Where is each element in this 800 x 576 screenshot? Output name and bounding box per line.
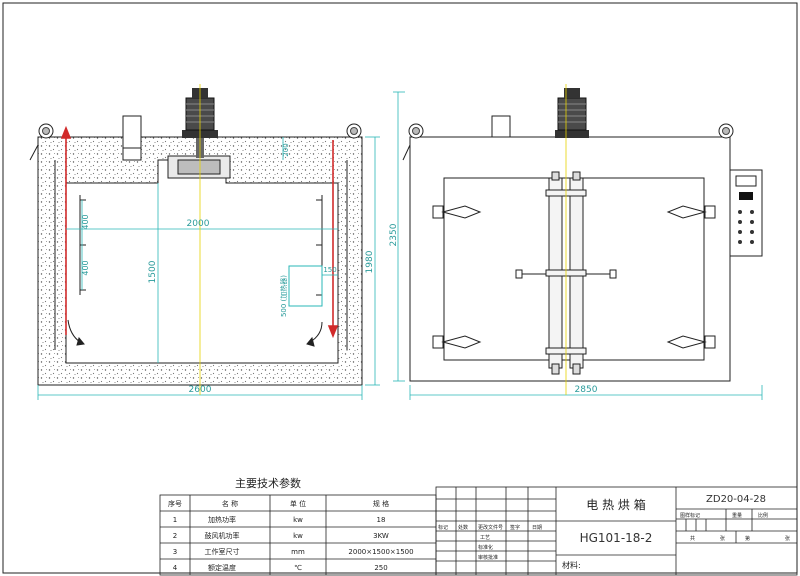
dimension-lines-left bbox=[37, 136, 380, 400]
params-row-4-unit: ℃ bbox=[294, 564, 302, 572]
params-header-spec: 规 格 bbox=[373, 499, 389, 508]
dim-inner-width: 2000 bbox=[187, 219, 210, 229]
door-handles bbox=[515, 269, 617, 279]
sign-label-change: 更改文件号 bbox=[478, 524, 503, 531]
params-row-4-no: 4 bbox=[173, 564, 178, 572]
front-motor bbox=[555, 88, 589, 138]
section-view bbox=[29, 84, 380, 400]
right-label-drawing-mark: 图样标记 bbox=[680, 512, 700, 519]
dim-top: 200 bbox=[282, 143, 290, 156]
params-row-3-unit: mm bbox=[291, 548, 305, 556]
right-label-sheet-a: 张 bbox=[720, 535, 725, 542]
right-label-sheet-b: 张 bbox=[785, 535, 790, 542]
params-row-1-spec: 18 bbox=[377, 516, 386, 524]
params-row-3-no: 3 bbox=[173, 548, 177, 556]
dim-heater-size: 500 (加热器) bbox=[279, 275, 288, 317]
front-outlet-pipe bbox=[491, 115, 511, 138]
sign-label-sign: 签字 bbox=[510, 524, 520, 531]
dim-shelf-2: 400 bbox=[81, 260, 90, 275]
material-label: 材料: bbox=[562, 560, 581, 570]
sign-label-count: 处数 bbox=[458, 524, 468, 531]
params-title: 主要技术参数 bbox=[235, 476, 301, 490]
sign-label-date: 日期 bbox=[532, 525, 542, 531]
params-row-4-name: 额定温度 bbox=[208, 563, 236, 572]
sign-label-mark: 标记 bbox=[438, 524, 448, 531]
role-label-approve: 审核批准 bbox=[478, 554, 498, 561]
params-row-1-unit: kw bbox=[293, 516, 303, 524]
title-block bbox=[435, 486, 798, 576]
role-label-process: 工艺 bbox=[480, 535, 490, 541]
front-view bbox=[393, 84, 763, 400]
params-header-no: 序号 bbox=[168, 499, 182, 508]
model-number: HG101-18-2 bbox=[580, 531, 653, 545]
dim-heater-gap: 150 bbox=[323, 266, 336, 274]
drawing-number: ZD20-04-28 bbox=[706, 494, 766, 505]
control-panel bbox=[729, 169, 763, 257]
params-row-1-no: 1 bbox=[173, 516, 177, 524]
dim-left-width: 2600 bbox=[189, 385, 212, 395]
params-header-name: 名 称 bbox=[222, 499, 238, 508]
params-row-2-spec: 3KW bbox=[373, 532, 389, 540]
dim-total-height: 2350 bbox=[389, 223, 399, 246]
dim-inner-height: 1500 bbox=[148, 260, 158, 283]
right-label-total: 共 bbox=[690, 535, 695, 542]
inner-chamber bbox=[65, 159, 339, 364]
params-row-2-no: 2 bbox=[173, 532, 177, 540]
dim-right-width: 2850 bbox=[575, 385, 598, 395]
params-row-1-name: 加热功率 bbox=[208, 515, 236, 524]
door-hinges bbox=[432, 205, 716, 349]
dim-shelf-1: 400 bbox=[81, 214, 90, 229]
params-row-2-name: 鼓风机功率 bbox=[205, 531, 240, 540]
shelf-brackets-left bbox=[79, 195, 86, 295]
air-outlet-pipe bbox=[122, 115, 142, 161]
heater-box bbox=[288, 265, 323, 307]
right-label-weight: 重量 bbox=[732, 512, 742, 519]
params-row-4-spec: 250 bbox=[374, 564, 387, 572]
airflow-arrows bbox=[60, 125, 339, 339]
params-header-unit: 单 位 bbox=[290, 499, 306, 508]
dim-outer-height: 1980 bbox=[365, 250, 375, 273]
params-row-3-spec: 2000×1500×1500 bbox=[348, 548, 413, 556]
product-name: 电 热 烘 箱 bbox=[586, 497, 645, 512]
params-row-2-unit: kw bbox=[293, 532, 303, 540]
role-label-standard: 标准化 bbox=[478, 544, 493, 551]
right-label-number: 第 bbox=[745, 535, 750, 542]
right-label-scale: 比例 bbox=[758, 512, 768, 519]
params-row-3-name: 工作室尺寸 bbox=[205, 547, 240, 556]
